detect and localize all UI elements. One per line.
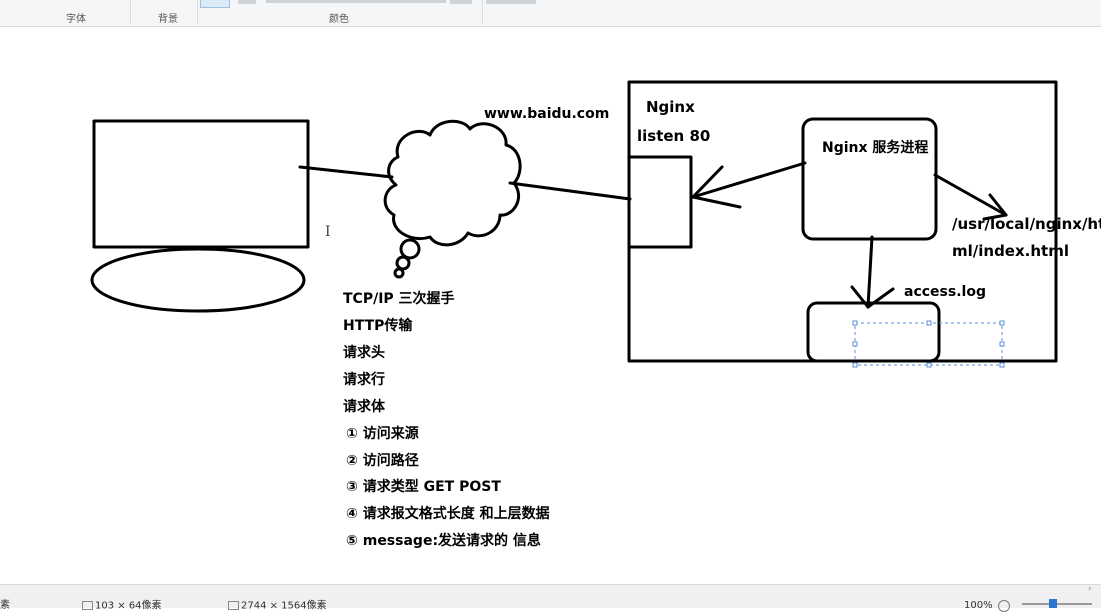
selection-handle bbox=[852, 320, 858, 326]
color-group-label: 颜色 bbox=[329, 14, 349, 25]
font-group-label: 字体 bbox=[66, 14, 86, 25]
process-to-file-arrowhead-b bbox=[982, 213, 1008, 221]
ribbon-separator bbox=[197, 0, 198, 24]
sketch-drawing bbox=[90, 80, 1058, 368]
zoom-slider-thumb[interactable] bbox=[1049, 599, 1057, 608]
computer-monitor-shape bbox=[92, 119, 310, 249]
note-line: 请求头 bbox=[343, 345, 385, 361]
file-path-line-2: ml/index.html bbox=[952, 242, 1069, 260]
cloud-bubble-small bbox=[393, 267, 405, 279]
note-line: ③ 请求类型 GET POST bbox=[346, 479, 501, 495]
computer-base-shape bbox=[90, 247, 306, 313]
listen-label: listen 80 bbox=[637, 127, 711, 145]
text-cursor-icon: I bbox=[325, 224, 331, 240]
ribbon: 字体 背景 颜色 bbox=[0, 0, 1101, 27]
color-palette[interactable] bbox=[266, 0, 446, 3]
cloud-bubble-large bbox=[399, 238, 421, 260]
selection-handle bbox=[999, 320, 1005, 326]
selection-handle bbox=[926, 362, 932, 368]
internet-cloud-shape bbox=[383, 119, 522, 247]
selection-size-readout: 103 × 64像素 bbox=[82, 601, 162, 612]
selection-handle bbox=[926, 320, 932, 326]
selection-handle bbox=[999, 362, 1005, 368]
note-line: ④ 请求报文格式长度 和上层数据 bbox=[346, 506, 550, 522]
zoom-out-button[interactable] bbox=[998, 600, 1010, 612]
selection-rectangle bbox=[854, 322, 1003, 366]
process-to-log-arrow bbox=[866, 235, 874, 309]
ribbon-separator bbox=[482, 0, 483, 24]
note-line: HTTP传输 bbox=[343, 318, 413, 334]
file-path-line-1: /usr/local/nginx/ht bbox=[952, 215, 1101, 233]
selection-size-text: 103 × 64像素 bbox=[95, 600, 162, 612]
drawing-canvas[interactable]: www.baidu.com Nginx listen 80 Nginx 服务进程… bbox=[0, 27, 1101, 584]
edit-colors-button[interactable] bbox=[450, 0, 472, 4]
image-size-icon bbox=[228, 601, 239, 610]
scroll-right-arrow-icon[interactable]: › bbox=[1088, 584, 1092, 594]
background-group-label: 背景 bbox=[158, 14, 178, 25]
cloud-bubble-medium bbox=[395, 255, 411, 271]
ribbon-separator bbox=[130, 0, 131, 24]
process-to-listen-arrow bbox=[691, 161, 807, 199]
access-log-label: access.log bbox=[904, 284, 986, 300]
selection-size-icon bbox=[82, 601, 93, 610]
paint3d-button[interactable] bbox=[486, 0, 536, 4]
note-line: ② 访问路径 bbox=[346, 453, 419, 469]
nginx-process-box bbox=[801, 117, 938, 241]
internet-to-server-line bbox=[508, 181, 632, 201]
zoom-level: 100% bbox=[964, 600, 993, 611]
selected-color-swatch[interactable] bbox=[200, 0, 230, 8]
note-line: ① 访问来源 bbox=[346, 426, 419, 442]
access-log-box bbox=[806, 301, 941, 363]
process-to-listen-arrowhead-a bbox=[691, 165, 724, 199]
zoom-slider[interactable] bbox=[1022, 603, 1092, 605]
status-bar: 素 103 × 64像素 2744 × 1564像素 100% bbox=[0, 584, 1101, 612]
url-label: www.baidu.com bbox=[484, 106, 610, 122]
nginx-process-label: Nginx 服务进程 bbox=[822, 140, 929, 156]
note-line: TCP/IP 三次握手 bbox=[343, 291, 455, 307]
selection-handle bbox=[852, 362, 858, 368]
selection-handle bbox=[999, 341, 1005, 347]
note-line: ⑤ message:发送请求的 信息 bbox=[346, 533, 541, 549]
selection-handle bbox=[852, 341, 858, 347]
listen-port-box bbox=[627, 155, 693, 249]
status-left-text: 素 bbox=[0, 600, 10, 611]
process-to-listen-arrowhead-b bbox=[691, 195, 742, 209]
nginx-label: Nginx bbox=[646, 98, 695, 116]
process-to-file-arrow bbox=[933, 173, 1008, 217]
image-size-readout: 2744 × 1564像素 bbox=[228, 601, 327, 612]
note-line: 请求行 bbox=[343, 372, 385, 388]
color-1-button[interactable] bbox=[238, 0, 256, 4]
client-to-internet-line bbox=[298, 165, 394, 179]
process-to-file-arrowhead-a bbox=[988, 193, 1008, 217]
image-size-text: 2744 × 1564像素 bbox=[241, 600, 327, 612]
note-line: 请求体 bbox=[343, 399, 385, 415]
